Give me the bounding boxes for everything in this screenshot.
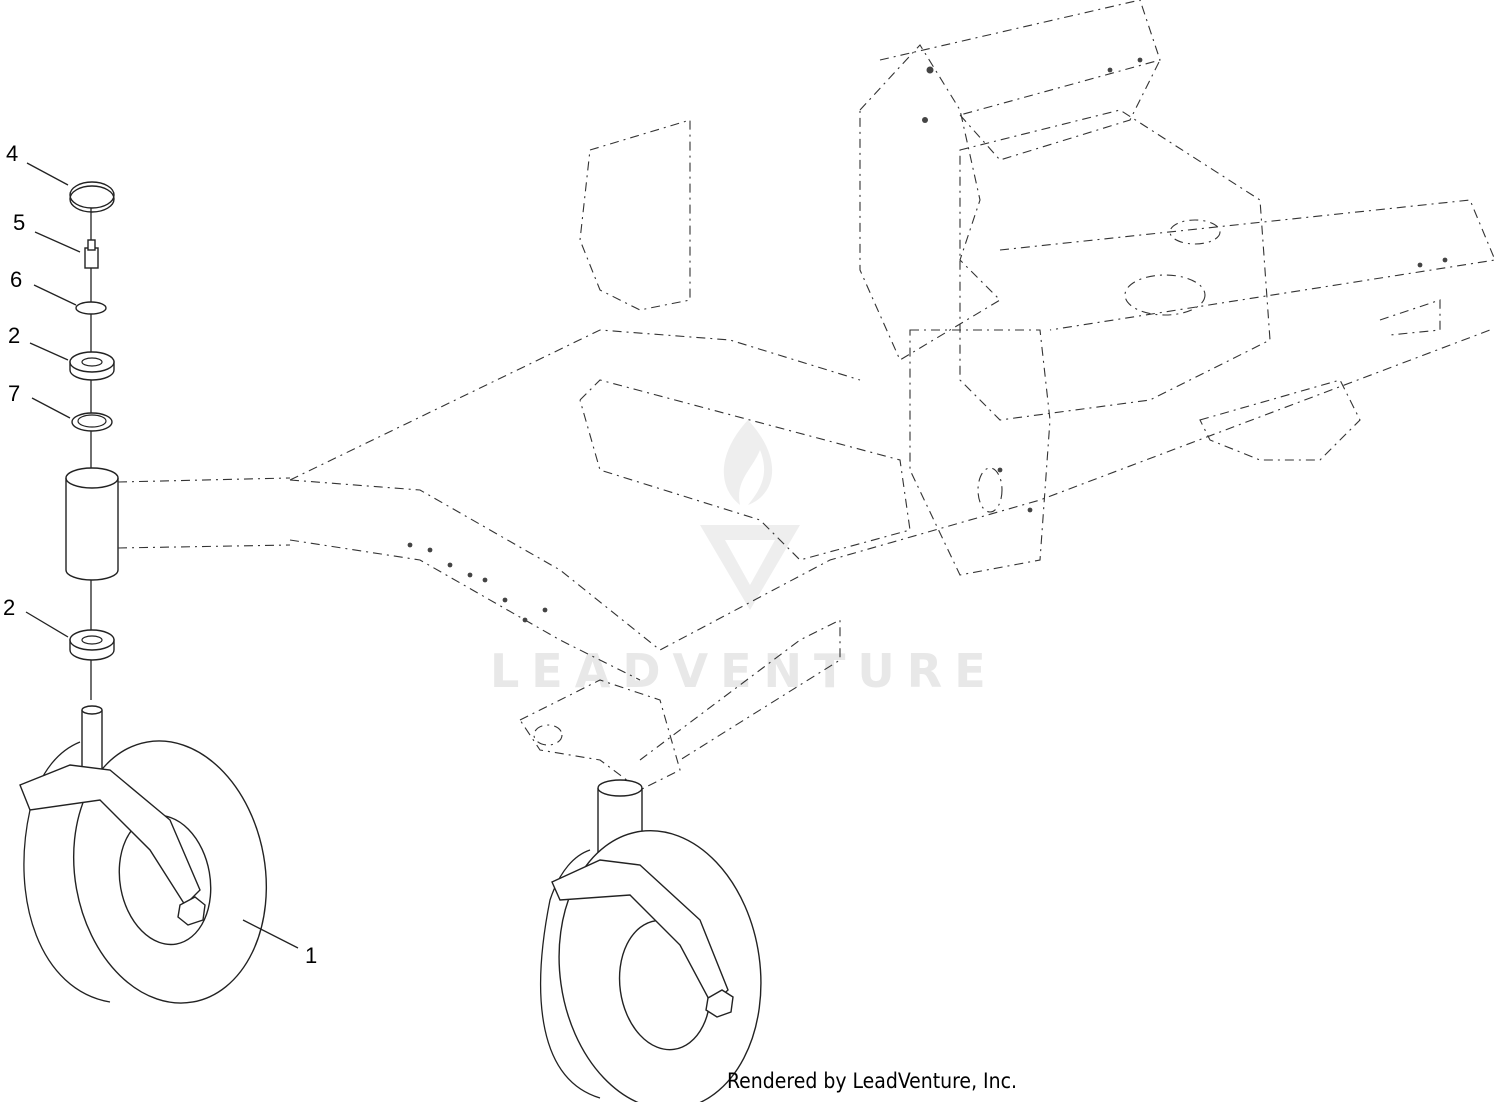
spindle-mount-bore xyxy=(533,724,563,746)
bearing-part-2-bottom xyxy=(69,629,115,661)
mower-frame xyxy=(289,0,1496,791)
left-mount-bracket xyxy=(579,119,691,311)
bolt-part-5 xyxy=(84,239,99,269)
caster-assembly-exploded xyxy=(19,181,291,1004)
main-side-rail xyxy=(289,329,911,561)
rear-lower-bracket xyxy=(1199,379,1361,461)
rear-frame-rail-right xyxy=(999,199,1496,336)
footer-credit: Rendered by LeadVenture, Inc. xyxy=(727,1069,1017,1093)
frame-deck-plate xyxy=(959,109,1271,421)
watermark-flame-icon xyxy=(723,420,773,505)
side-plate-slot xyxy=(977,467,1003,513)
callout-5: 5 xyxy=(13,210,25,235)
washer-part-6 xyxy=(75,301,107,315)
dust-cap-part-4 xyxy=(69,181,115,213)
leader-lines xyxy=(25,162,299,949)
axle-nut-icon xyxy=(177,896,206,926)
rear-frame-rail-top xyxy=(879,0,1161,161)
deck-plate-hole xyxy=(1169,219,1221,245)
callout-7: 7 xyxy=(8,381,20,406)
lower-front-rail xyxy=(639,619,841,761)
frame-holes xyxy=(407,57,1448,623)
watermark-text: LEADVENTURE xyxy=(490,644,998,698)
callout-2-bottom: 2 xyxy=(3,595,15,620)
callout-4: 4 xyxy=(6,141,18,166)
front-cross-member xyxy=(289,329,1491,681)
bearing-part-2-top xyxy=(69,351,115,381)
caster-wheel-assembled xyxy=(539,779,762,1102)
callout-labels: 4 5 6 2 7 2 1 xyxy=(3,141,317,968)
caster-wheel-part-1 xyxy=(19,705,268,1004)
axle-nut-icon xyxy=(705,989,734,1018)
retaining-ring-part-7 xyxy=(71,412,113,432)
rear-tower xyxy=(859,44,1001,361)
callout-6: 6 xyxy=(10,267,22,292)
right-side-plate xyxy=(909,329,1051,576)
caster-pivot-tube xyxy=(65,467,291,581)
watermark-v-icon xyxy=(700,525,800,610)
front-spindle-mount xyxy=(519,679,681,791)
leadventure-watermark: LEADVENTURE xyxy=(490,420,998,698)
callout-2-top: 2 xyxy=(8,323,20,348)
callout-1: 1 xyxy=(305,943,317,968)
deck-plate-slot xyxy=(1124,274,1206,316)
